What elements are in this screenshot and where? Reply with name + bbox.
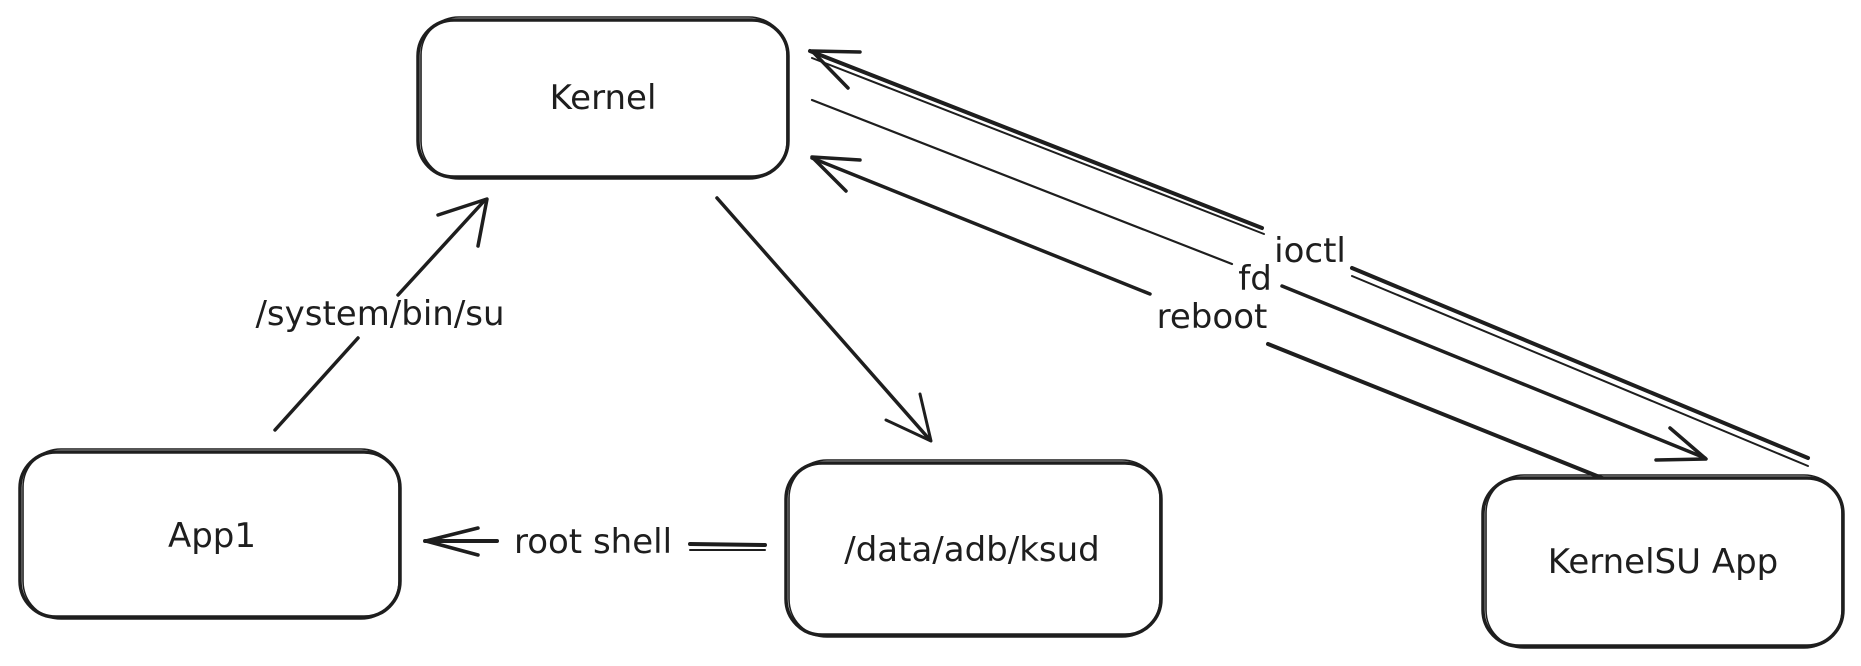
edge-label-system-bin-su: /system/bin/su bbox=[255, 294, 504, 334]
edge-kernel-to-kernelsu-fd: fd bbox=[810, 98, 1708, 462]
node-kernelsu-app[interactable]: KernelSU App bbox=[1481, 474, 1845, 649]
edge-kernelsu-to-kernel-reboot: reboot bbox=[810, 155, 1614, 484]
edge-label-ioctl: ioctl bbox=[1274, 231, 1346, 271]
node-label-ksud: /data/adb/ksud bbox=[844, 530, 1099, 570]
edge-label-reboot: reboot bbox=[1157, 297, 1268, 337]
edge-app1-to-kernel: /system/bin/su bbox=[255, 197, 505, 432]
node-label-kernelsu-app: KernelSU App bbox=[1548, 542, 1779, 582]
edge-kernel-to-ksud bbox=[715, 196, 933, 443]
node-kernel[interactable]: Kernel bbox=[416, 16, 790, 180]
edge-label-root-shell: root shell bbox=[514, 522, 672, 562]
node-label-kernel: Kernel bbox=[550, 78, 657, 118]
edge-kernelsu-to-kernel-ioctl: ioctl bbox=[808, 49, 1810, 467]
node-ksud[interactable]: /data/adb/ksud bbox=[784, 459, 1163, 638]
edge-ksud-to-app1: root shell bbox=[423, 522, 767, 562]
edge-label-fd: fd bbox=[1238, 259, 1272, 299]
node-app1[interactable]: App1 bbox=[18, 448, 402, 620]
node-label-app1: App1 bbox=[168, 516, 256, 556]
